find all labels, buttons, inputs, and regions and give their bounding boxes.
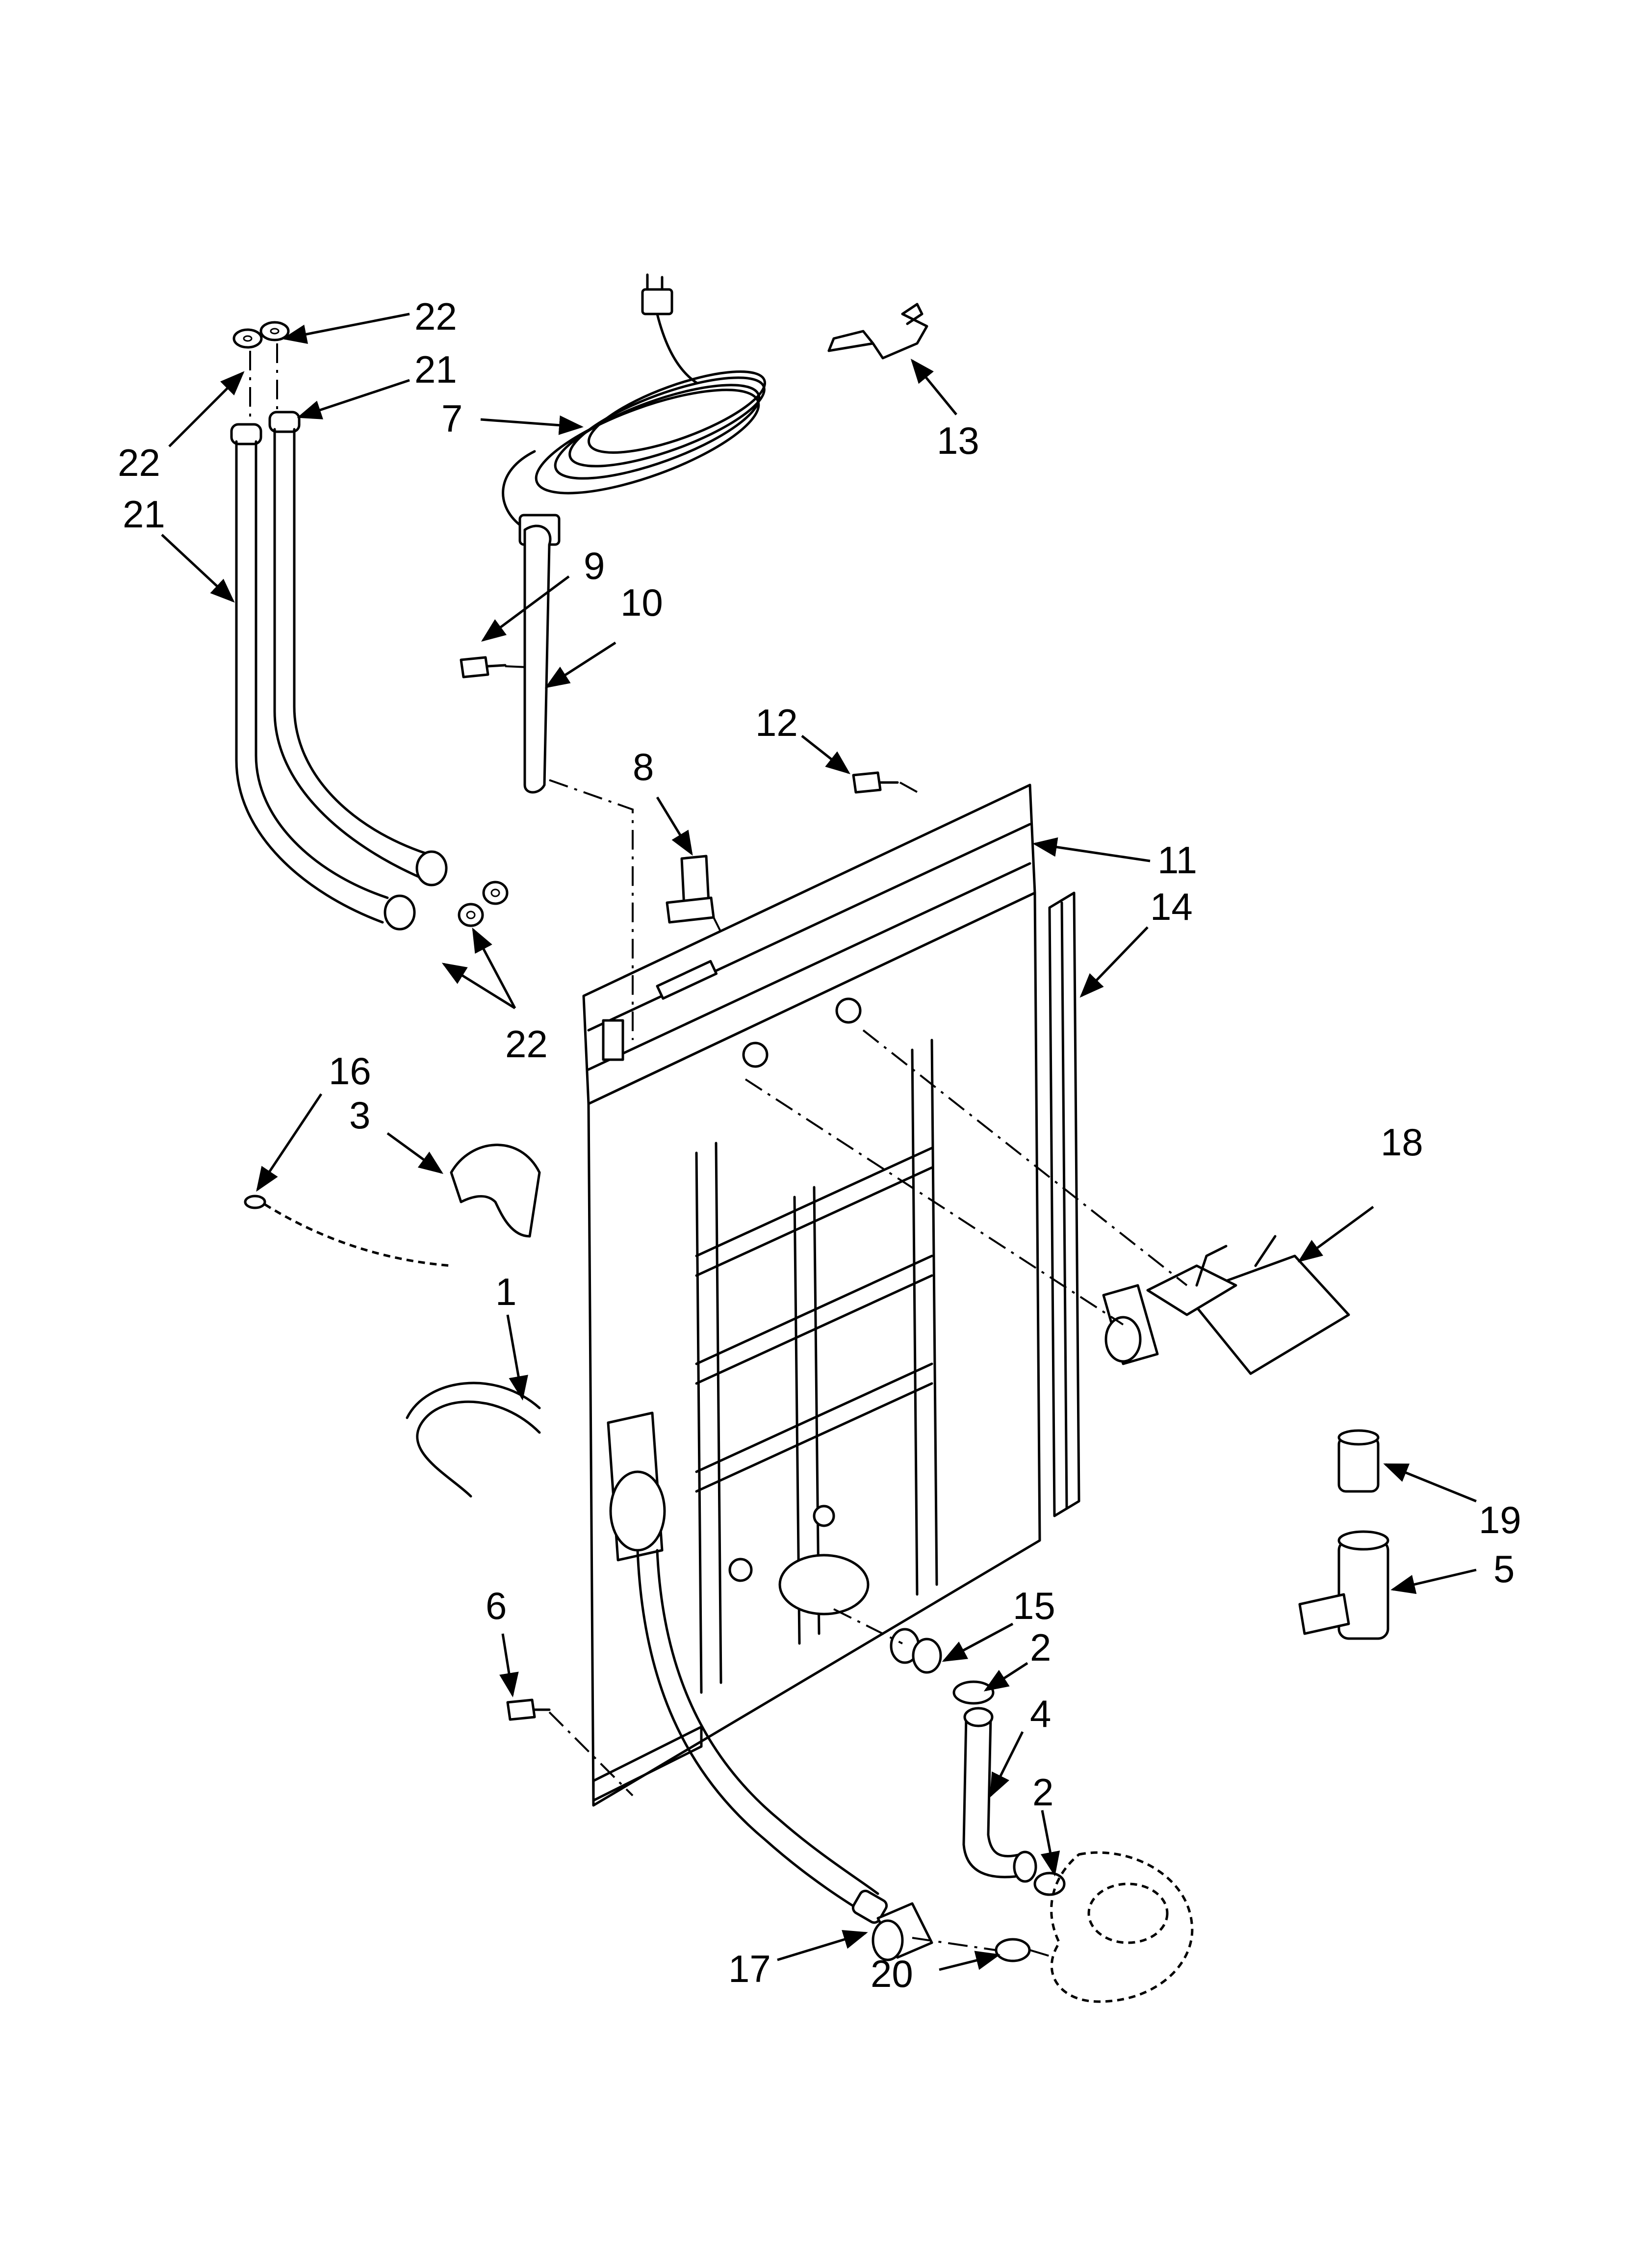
callout-7: 7: [441, 397, 462, 440]
callout-22-lower: 22: [505, 1022, 548, 1066]
callout-3: 3: [349, 1094, 370, 1137]
callout-6: 6: [486, 1584, 507, 1627]
inlet-hoses: [230, 321, 509, 931]
callout-5: 5: [1493, 1547, 1514, 1590]
callout-22-top: 22: [414, 295, 457, 338]
hose-clamp-2-upper: [952, 1680, 995, 1705]
hose-clamp-2-lower: [1033, 1872, 1066, 1896]
callout-19: 19: [1479, 1498, 1521, 1541]
pump-outline: [1050, 1851, 1194, 2003]
callout-13: 13: [937, 419, 979, 462]
callout-12: 12: [755, 701, 798, 744]
leader-arrows: [161, 313, 1477, 1971]
plug-15: [890, 1628, 942, 1674]
callout-9: 9: [584, 544, 605, 587]
callout-11: 11: [1157, 838, 1197, 882]
hose-clamp-20: [995, 1938, 1031, 1962]
cable-tie-16: [244, 1195, 452, 1267]
callout-2-upper: 2: [1030, 1626, 1051, 1669]
callout-2-lower: 2: [1032, 1771, 1053, 1814]
callout-20: 20: [871, 1952, 913, 1995]
capacitor-19: [1337, 1429, 1380, 1493]
callout-22-left: 22: [118, 441, 160, 484]
callout-16: 16: [329, 1049, 371, 1093]
callout-4: 4: [1030, 1692, 1051, 1735]
callout-21-left: 21: [123, 493, 165, 536]
power-cord: [502, 273, 766, 546]
callout-1: 1: [495, 1270, 516, 1313]
clip-8: [666, 855, 715, 924]
side-strip-14: [1048, 891, 1080, 1517]
screw-12: [852, 771, 899, 794]
screw-9-and-strap-10: [460, 524, 552, 794]
pump-hose-4: [962, 1707, 1037, 1883]
bracket-13: [827, 303, 928, 360]
alignment-lines: [249, 343, 1188, 1958]
callout-labels: 22 21 22 21 7 13 9 10 12 8 11 14 22 16 3…: [118, 295, 1521, 1995]
cabinet-back-panel: [587, 891, 1041, 1807]
callout-14: 14: [1150, 885, 1193, 928]
screw-6: [506, 1698, 551, 1721]
callout-21-top: 21: [414, 348, 457, 391]
coupling-17: [872, 1902, 933, 1961]
callout-18: 18: [1381, 1121, 1423, 1164]
callout-10: 10: [620, 581, 663, 624]
clamp-3: [450, 1144, 541, 1238]
callout-17: 17: [728, 1947, 771, 1990]
pump-motor-5: [1298, 1530, 1389, 1640]
callout-8: 8: [633, 745, 654, 788]
callout-15: 15: [1013, 1584, 1055, 1627]
drain-hose-1: [406, 1382, 888, 1924]
water-valve-18: [1102, 1235, 1350, 1375]
